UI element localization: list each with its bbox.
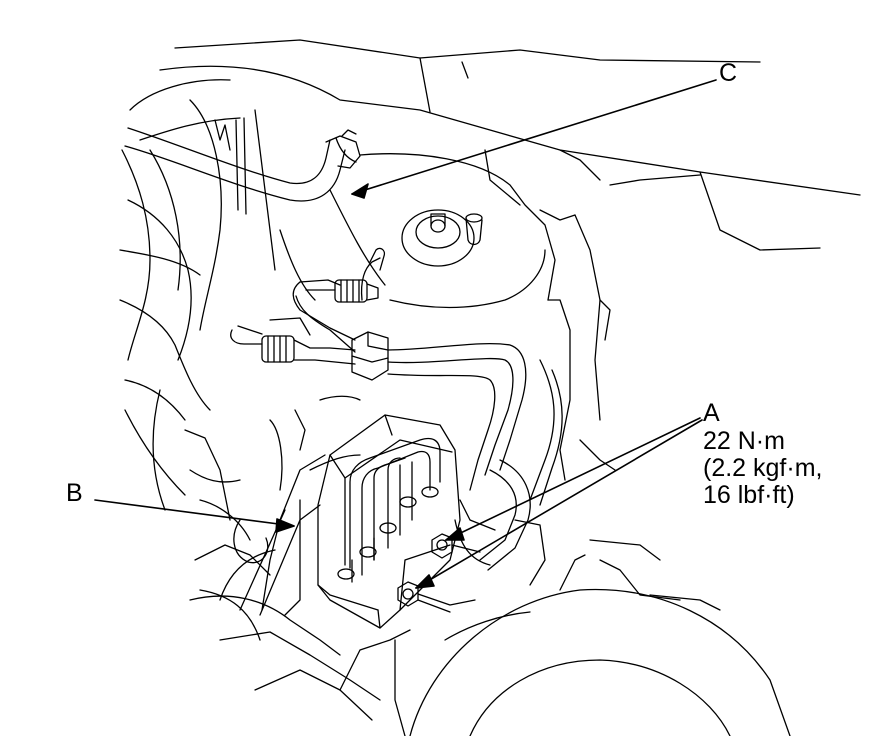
leader-a-lower bbox=[415, 419, 703, 589]
label-c: C bbox=[719, 59, 738, 87]
right-side-clutter bbox=[547, 214, 721, 611]
torque-kgfm: (2.2 kgf·m, bbox=[703, 454, 823, 482]
leader-a-upper-arrow bbox=[445, 527, 465, 541]
left-engine-clutter bbox=[119, 99, 361, 641]
mounting-bolts bbox=[397, 533, 481, 613]
callout-leaders bbox=[94, 79, 717, 589]
brake-line-clip bbox=[351, 331, 389, 381]
lower-frame-rails bbox=[189, 504, 791, 736]
brake-booster bbox=[279, 149, 576, 309]
body-panel-contours bbox=[129, 39, 861, 251]
torque-nm: 22 N·m bbox=[703, 427, 785, 455]
torque-specification: 22 N·m (2.2 kgf·m, 16 lbf·ft) bbox=[703, 428, 822, 509]
label-b: B bbox=[66, 479, 83, 507]
leader-c-arrow bbox=[351, 183, 369, 199]
torque-lbfft: 16 lbf·ft) bbox=[703, 481, 795, 509]
upper-brake-line bbox=[292, 279, 379, 353]
brake-lines-to-modulator bbox=[387, 342, 563, 586]
leader-b-arrow bbox=[275, 518, 295, 533]
leader-b bbox=[94, 499, 295, 527]
leader-a-lower-arrow bbox=[415, 574, 435, 589]
leader-c bbox=[351, 79, 717, 195]
vacuum-hose bbox=[124, 127, 361, 202]
abs-modulator bbox=[261, 414, 461, 629]
label-a: A bbox=[703, 399, 720, 427]
lower-brake-line bbox=[230, 325, 356, 365]
leader-a-upper bbox=[445, 417, 701, 541]
